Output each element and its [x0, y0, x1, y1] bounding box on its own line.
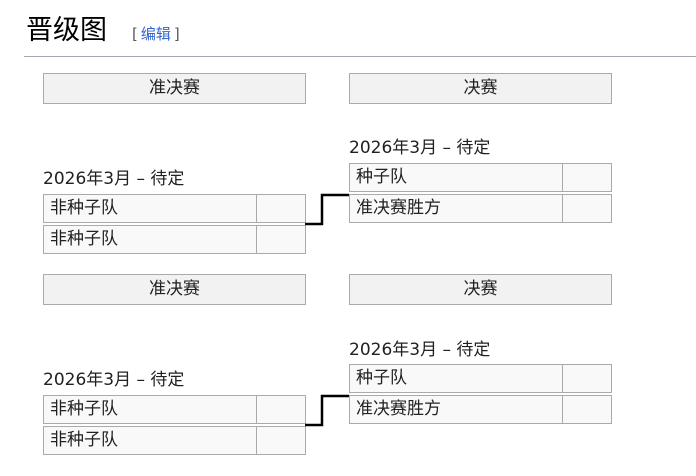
semifinal-score-2 — [256, 426, 306, 455]
bracket-connector-line — [305, 394, 349, 427]
edit-bracket-close: ] — [173, 25, 180, 43]
final-team-2: 准决赛胜方 — [349, 395, 563, 424]
section-heading: 晋级图 [编辑] — [24, 10, 696, 57]
round-header-semifinal: 准决赛 — [43, 274, 306, 305]
section-title: 晋级图 — [26, 15, 107, 46]
semifinal-score-2 — [256, 225, 306, 254]
semifinal-team-2: 非种子队 — [43, 426, 257, 455]
final-date: 2026年3月 – 待定 — [349, 340, 491, 360]
final-score-2 — [562, 194, 612, 223]
final-team-1: 种子队 — [349, 163, 563, 192]
round-header-final: 决赛 — [349, 274, 612, 305]
edit-section: [编辑] — [132, 24, 180, 44]
final-date: 2026年3月 – 待定 — [349, 138, 491, 158]
semifinal-team-1: 非种子队 — [43, 194, 257, 223]
semifinal-date: 2026年3月 – 待定 — [43, 169, 185, 189]
semifinal-date: 2026年3月 – 待定 — [43, 370, 185, 390]
final-team-2: 准决赛胜方 — [349, 194, 563, 223]
semifinal-team-2: 非种子队 — [43, 225, 257, 254]
final-score-1 — [562, 364, 612, 393]
final-score-1 — [562, 163, 612, 192]
bracket-connector-line — [305, 193, 349, 226]
semifinal-score-1 — [256, 395, 306, 424]
round-header-semifinal: 准决赛 — [43, 73, 306, 104]
edit-bracket-open: [ — [132, 25, 138, 43]
final-score-2 — [562, 395, 612, 424]
edit-link[interactable]: 编辑 — [140, 25, 171, 43]
final-team-1: 种子队 — [349, 364, 563, 393]
semifinal-team-1: 非种子队 — [43, 395, 257, 424]
round-header-final: 决赛 — [349, 73, 612, 104]
semifinal-score-1 — [256, 194, 306, 223]
